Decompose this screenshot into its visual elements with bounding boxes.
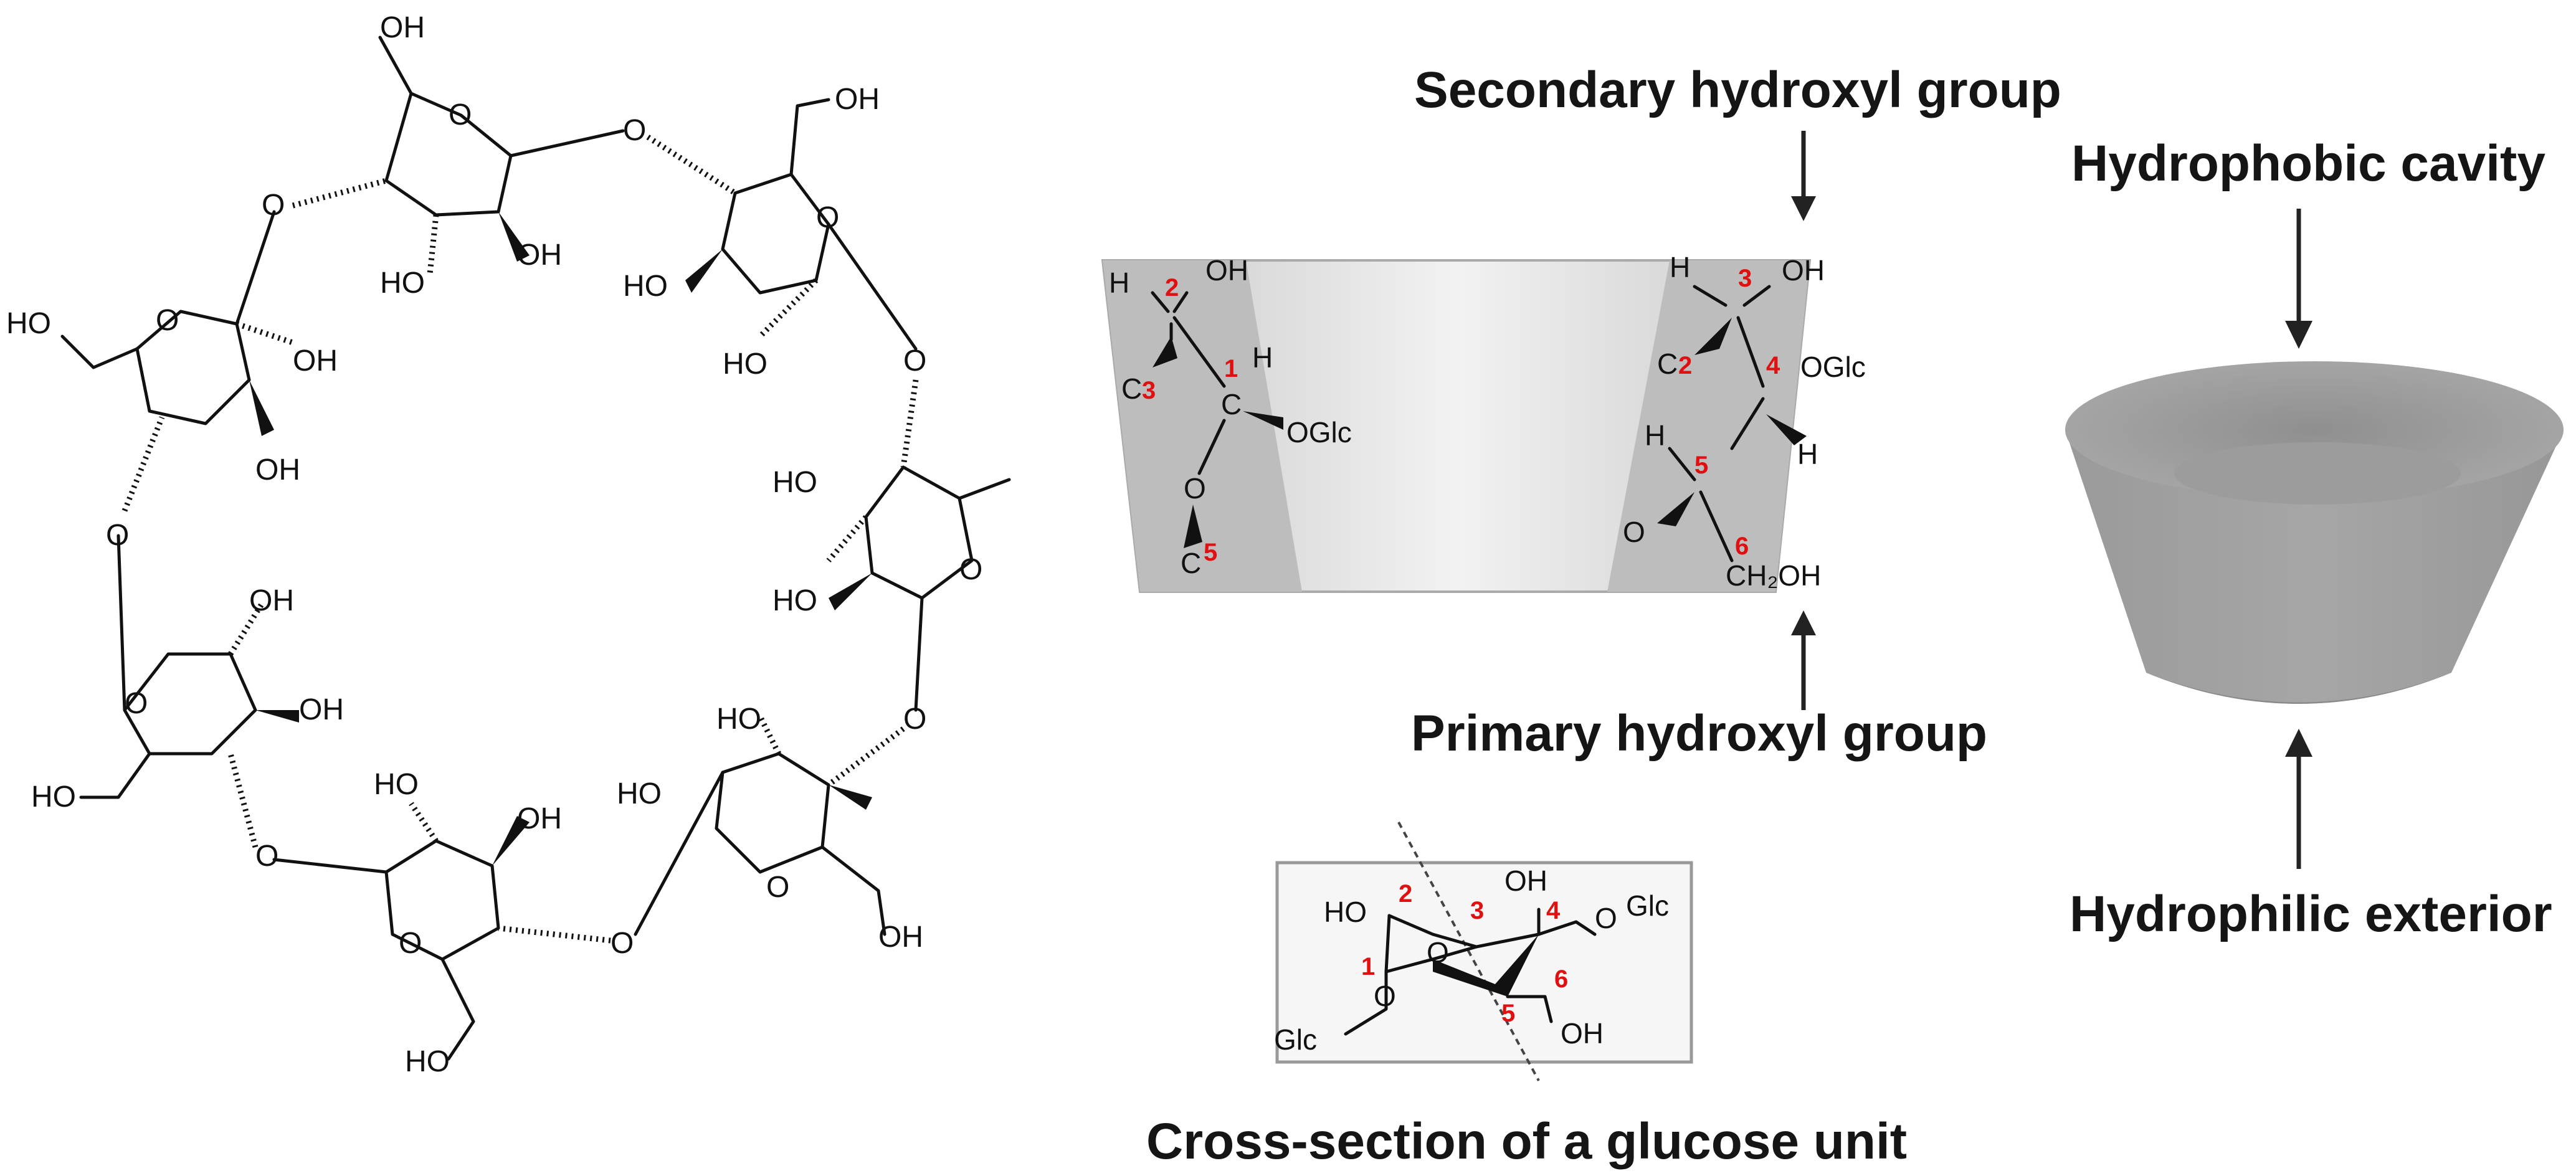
ho-label: HO (617, 777, 662, 810)
ho-label: HO (405, 1045, 450, 1078)
c-atom: C (1121, 372, 1142, 405)
ring-oxygen-label: O (399, 927, 422, 960)
carbon-number: 5 (1204, 539, 1217, 566)
ho-label: HO (374, 768, 419, 801)
carbon-number: 3 (1470, 897, 1484, 924)
ho-label: HO (623, 270, 668, 303)
ring-oxygen-label: O (449, 98, 472, 131)
oglc-group: OGlc (1286, 416, 1352, 448)
cross-section-caption: Cross-section of a glucose unit (1146, 1113, 1907, 1170)
ho-label: HO (31, 780, 76, 813)
o-atom: O (1595, 902, 1617, 934)
ring-oxygen-label: O (125, 687, 148, 720)
glc-label: Glc (1274, 1023, 1317, 1056)
cone-right-band (1607, 260, 1810, 592)
oh-label: OH (293, 344, 338, 377)
section-plane-line (1397, 822, 1540, 1081)
ring-oxygen-label: O (816, 201, 839, 234)
ho-label: HO (6, 307, 51, 340)
ho-group: HO (1324, 896, 1367, 928)
o-atom: O (1184, 472, 1206, 505)
glucose-cross-section: HO 2 3 OH 4 O Glc O 1 5 6 O Glc OH Cross… (1146, 822, 1907, 1170)
oh-label: OH (517, 239, 562, 272)
cyclodextrin-bowl-model: Hydrophobic cavity Hydrophilic exterior (2065, 135, 2564, 942)
oh-label: OH (517, 802, 562, 835)
h-atom: H (1252, 341, 1273, 374)
arrow-head (1791, 196, 1816, 221)
oglc-group: OGlc (1800, 351, 1866, 383)
cross-section-box (1275, 861, 1693, 1064)
link-oxygen-label: O (106, 519, 129, 552)
oh-group: OH (1205, 254, 1248, 287)
link-oxygen-label: O (262, 189, 285, 222)
right-glucose-fragment: H OH 3 C 2 4 OGlc H H 5 O 6 CH₂OH (1623, 251, 1866, 592)
hydrophobic-cavity-label: Hydrophobic cavity (2071, 135, 2545, 192)
carbon-number: 4 (1766, 352, 1780, 379)
carbon-number: 1 (1224, 355, 1238, 382)
ho-label: HO (723, 348, 768, 381)
c-atom: C (1181, 547, 1201, 579)
cone-left-band (1103, 260, 1302, 592)
ho-label: HO (716, 703, 761, 736)
carbon-number: 5 (1694, 452, 1708, 479)
ring-oxygen-label: O (156, 304, 179, 337)
cyclodextrin-ring-structure: OH O O OH OH HO HO O HO O O HO O OH OH H… (6, 11, 1011, 1078)
ring-oxygen-label: O (959, 553, 982, 586)
carbon-number: 1 (1361, 953, 1375, 980)
c-atom: C (1657, 348, 1678, 380)
arrow-head (1791, 610, 1816, 635)
secondary-hydroxyl-label: Secondary hydroxyl group (1414, 62, 2061, 118)
link-oxygen-label: O (903, 703, 926, 736)
o-atom: O (1623, 516, 1645, 548)
hydrophilic-exterior-label: Hydrophilic exterior (2070, 886, 2552, 942)
o-atom: O (1374, 980, 1396, 1012)
oh-label: OH (878, 921, 923, 954)
h-atom: H (1645, 419, 1665, 452)
ch2oh-group: CH₂OH (1726, 559, 1821, 592)
carbon-number: 2 (1399, 880, 1412, 908)
oh-label: OH (249, 584, 294, 617)
h-atom: H (1797, 438, 1818, 470)
left-glucose-fragment: H OH 2 C 3 1 H C OGlc O C 5 (1109, 254, 1352, 579)
carbon-number: 2 (1678, 352, 1692, 379)
h-atom: H (1670, 251, 1690, 283)
oh-label: OH (299, 693, 344, 726)
ho-label: HO (772, 584, 817, 617)
carbon-number: 3 (1738, 265, 1752, 292)
arrow-head (2285, 729, 2312, 757)
oh-label: OH (255, 453, 300, 486)
oh-group: OH (1782, 254, 1825, 287)
carbon-number: 6 (1554, 965, 1568, 993)
oh-label: OH (835, 83, 880, 116)
link-oxygen-label: O (611, 927, 634, 960)
carbon-number: 3 (1142, 377, 1156, 404)
oh-group: OH (1504, 865, 1547, 897)
carbon-number: 4 (1546, 897, 1561, 924)
h-atom: H (1109, 267, 1129, 299)
ho-label: HO (380, 267, 425, 300)
bowl-cavity (2174, 442, 2461, 505)
carbon-number: 5 (1501, 1000, 1515, 1027)
carbon-number: 6 (1735, 533, 1749, 560)
bowl-side (2065, 430, 2564, 704)
ring-oxygen: O (1427, 936, 1449, 969)
link-oxygen-label: O (623, 114, 646, 147)
oh-label: OH (380, 11, 425, 44)
carbon-number: 2 (1165, 274, 1179, 301)
ring-oxygen-label: O (766, 871, 789, 904)
ho-label: HO (772, 466, 817, 499)
link-oxygen-label: O (903, 344, 926, 377)
link-oxygen-label: O (255, 840, 278, 873)
arrow-head (2285, 321, 2312, 349)
glc-label: Glc (1626, 889, 1669, 922)
c-atom: C (1221, 388, 1242, 420)
truncated-cone-diagram: Secondary hydroxyl group H OH 2 C 3 1 H … (1101, 62, 2061, 762)
oh-group: OH (1561, 1017, 1604, 1050)
primary-hydroxyl-label: Primary hydroxyl group (1411, 705, 1987, 762)
